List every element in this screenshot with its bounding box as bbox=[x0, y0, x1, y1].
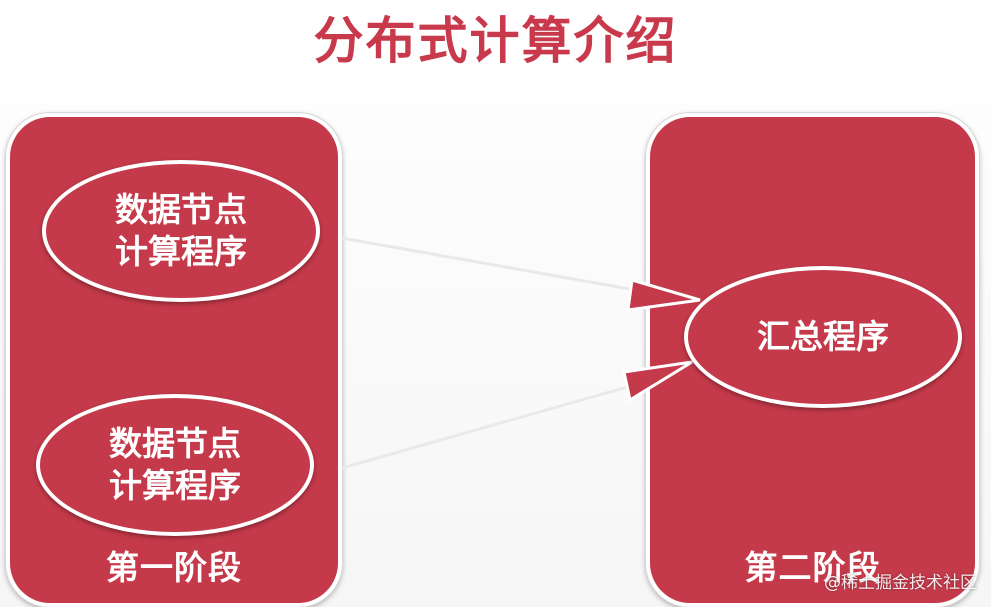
slide-title: 分布式计算介绍 bbox=[313, 12, 678, 70]
arrow-bottom bbox=[341, 360, 693, 470]
node-bottom-line-1: 数据节点 bbox=[109, 424, 241, 463]
node-top-line-1: 数据节点 bbox=[115, 190, 247, 229]
watermark: @稀土掘金技术社区 bbox=[824, 573, 977, 593]
stage-two-label: 第二阶段 bbox=[744, 548, 881, 587]
summary-node-label: 汇总程序 bbox=[757, 317, 889, 356]
summary-program-node: 汇总程序 bbox=[684, 266, 962, 408]
data-node-program-bottom: 数据节点 计算程序 bbox=[36, 394, 314, 536]
node-bottom-line-2: 计算程序 bbox=[109, 466, 241, 505]
node-top-line-2: 计算程序 bbox=[115, 232, 247, 271]
stage-one-label: 第一阶段 bbox=[106, 548, 242, 587]
data-node-program-top: 数据节点 计算程序 bbox=[42, 160, 320, 302]
